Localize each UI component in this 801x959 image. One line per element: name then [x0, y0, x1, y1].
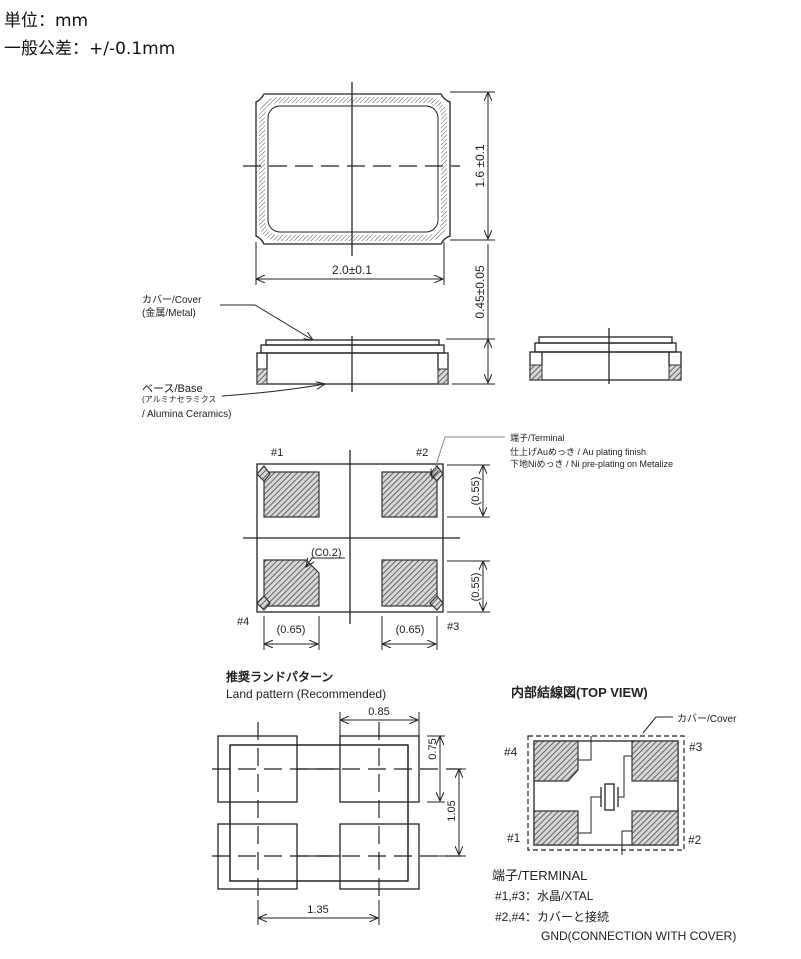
- internal-pin4-label: #4: [504, 745, 518, 759]
- land-pattern: 推奨ランドパターン Land pattern (Recommended) 0.8…: [212, 669, 466, 925]
- terminal-line-13: #1,#3：水晶/XTAL: [495, 889, 594, 903]
- top-height-dim: 1.6 ±0.1: [473, 144, 487, 188]
- bottom-pin2-label: #2: [416, 447, 428, 459]
- terminal-heading: 端子/TERMINAL: [492, 868, 587, 883]
- land-pitch-y-dim: 1.05: [446, 800, 458, 821]
- pad-width-right-dim: (0.65): [396, 624, 425, 636]
- land-pattern-title-en: Land pattern (Recommended): [226, 687, 386, 701]
- terminal-pad-2: [381, 471, 438, 518]
- bottom-pin4-label: #4: [237, 616, 249, 628]
- internal-pad-1: [533, 810, 579, 846]
- internal-pad-4: [533, 740, 579, 782]
- tolerance-note: 一般公差：+/-0.1mm: [4, 39, 176, 59]
- side-view-front: 0.45±0.05 カバー/Cover (金属/Metal) ベース/Base …: [142, 244, 495, 420]
- land-height-dim: 0.75: [427, 738, 439, 759]
- crystal-symbol-icon: [604, 783, 615, 811]
- internal-pin2-label: #2: [688, 833, 702, 847]
- internal-title: 内部結線図(TOP VIEW): [511, 685, 648, 700]
- bottom-view: #1 #2 #4 #3 (C0.2) 端子/Terminal 仕上げAuめっき …: [237, 432, 673, 650]
- side-height-dim: 0.45±0.05: [473, 265, 487, 319]
- terminal-label: 端子/Terminal: [510, 432, 565, 443]
- base-label: ベース/Base: [142, 383, 203, 395]
- land-pitch-x-dim: 1.35: [307, 904, 328, 916]
- terminal-pad-1: [263, 471, 320, 518]
- top-width-dim: 2.0±0.1: [332, 263, 372, 277]
- terminal-line-gnd: GND(CONNECTION WITH COVER): [541, 929, 736, 943]
- pad-width-left-dim: (0.65): [277, 624, 306, 636]
- terminal-pad-3: [381, 559, 438, 607]
- internal-pad-3: [631, 740, 679, 782]
- pad-height-bottom-dim: (0.55): [470, 573, 482, 602]
- internal-pad-2: [631, 810, 679, 846]
- side-view-end: [529, 328, 682, 384]
- internal-connection-diagram: 内部結線図(TOP VIEW) カバー/Cover #4 #3 #1 #2 端子…: [492, 685, 737, 943]
- base-material-en-label: / Alumina Ceramics): [142, 409, 231, 420]
- bottom-pin3-label: #3: [447, 621, 459, 633]
- bottom-pin1-label: #1: [271, 447, 283, 459]
- land-width-dim: 0.85: [368, 706, 389, 718]
- cover-material-label: (金属/Metal): [142, 306, 196, 319]
- internal-pin1-label: #1: [507, 831, 521, 845]
- internal-cover-label: カバー/Cover: [677, 713, 737, 725]
- terminal-line-24: #2,#4：カバーと接続: [495, 909, 609, 924]
- internal-pin3-label: #3: [689, 740, 703, 754]
- top-view: 1.6 ±0.1 2.0±0.1: [243, 82, 495, 285]
- land-pattern-title-jp: 推奨ランドパターン: [226, 669, 333, 684]
- base-material-label: (アルミナセラミクス: [142, 395, 216, 404]
- pad-height-top-dim: (0.55): [470, 477, 482, 506]
- cover-outline: [527, 735, 685, 851]
- terminal-ni-label: 下地Niめっき / Ni pre-plating on Metalize: [510, 458, 673, 469]
- cover-label: カバー/Cover: [142, 294, 202, 306]
- chamfer-dim: (C0.2): [311, 547, 342, 559]
- terminal-pad-4: [263, 559, 320, 607]
- terminal-au-label: 仕上げAuめっき / Au plating finish: [510, 446, 646, 457]
- unit-note: 単位：mm: [4, 11, 89, 31]
